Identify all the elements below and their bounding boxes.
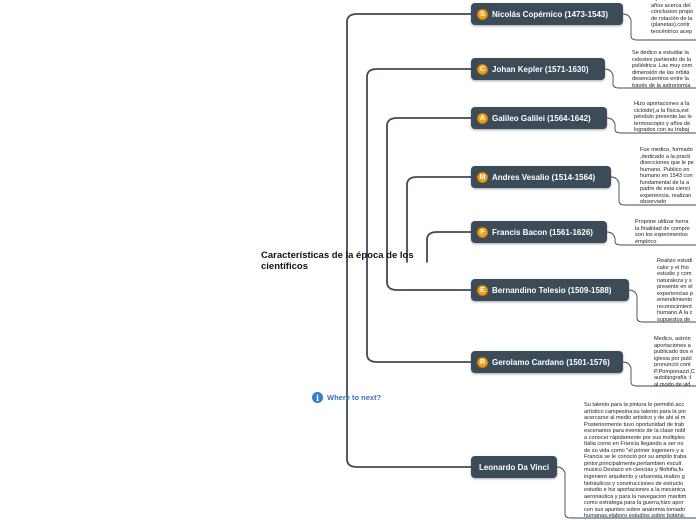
topic-badge-icon: S xyxy=(477,8,488,20)
topic-label: Andres Vesalio (1514-1564) xyxy=(492,172,596,182)
connector-line xyxy=(366,68,472,263)
where-next-button[interactable]: i Where to next? xyxy=(312,392,381,403)
topic-label: Francis Bacon (1561-1626) xyxy=(492,227,593,237)
topic-label: Bernandino Telesio (1509-1588) xyxy=(492,285,612,295)
topic-1[interactable]: S Nicolás Copérnico (1473-1543) xyxy=(471,3,623,25)
connector-line xyxy=(366,261,472,363)
connector-line xyxy=(628,289,696,323)
topic-2[interactable]: C Johan Kepler (1571-1630) xyxy=(471,58,605,80)
connector-line xyxy=(386,261,472,291)
topic-7[interactable]: R Gerolamo Cardano (1501-1576) xyxy=(471,351,623,373)
topic-note: Fue medico, formado ,dedicado a la pract… xyxy=(640,147,694,206)
central-topic[interactable]: Características de la época de los cient… xyxy=(261,250,414,272)
connector-line xyxy=(610,176,696,206)
topic-badge-icon: C xyxy=(477,63,488,75)
connector-line xyxy=(386,117,472,263)
topic-note: Propone utilizar herra la finalidad de c… xyxy=(635,219,690,245)
topic-note: Medico, astrón aportaciones a publicado … xyxy=(654,336,695,388)
topic-note: Realizo estudi calor y el frio estudio y… xyxy=(657,258,694,323)
topic-badge-icon: F xyxy=(477,226,488,238)
topic-3[interactable]: A Galileo Galilei (1564-1642) xyxy=(471,107,607,129)
topic-note: Hizo aportaciones a la cicloide),a la fí… xyxy=(634,101,692,134)
where-next-label: Where to next? xyxy=(327,393,382,402)
connector-line xyxy=(346,13,472,263)
topic-note: Se dedico a estudiar la celestes partien… xyxy=(632,50,693,89)
topic-badge-icon: M xyxy=(477,171,488,183)
connector-line xyxy=(606,117,696,134)
connector-line xyxy=(604,68,696,89)
topic-8[interactable]: Leonardo Da Vinci xyxy=(471,456,557,478)
info-icon: i xyxy=(312,392,323,403)
topic-4[interactable]: M Andres Vesalio (1514-1564) xyxy=(471,166,611,188)
topic-badge-icon: R xyxy=(477,356,488,368)
topic-note: Su talento para la pintura le permitió a… xyxy=(584,402,687,520)
topic-note: leyes,fue años acerca del conclusion pro… xyxy=(651,0,694,35)
connector-line xyxy=(622,13,696,41)
topic-badge-icon: A xyxy=(477,112,488,124)
topic-label: Nicolás Copérnico (1473-1543) xyxy=(492,9,609,19)
topic-label: Gerolamo Cardano (1501-1576) xyxy=(492,357,610,367)
connector-line xyxy=(556,466,696,519)
topic-6[interactable]: E Bernandino Telesio (1509-1588) xyxy=(471,279,629,301)
topic-5[interactable]: F Francis Bacon (1561-1626) xyxy=(471,221,607,243)
connector-line xyxy=(622,361,696,387)
topic-badge-icon: E xyxy=(477,284,488,296)
connector-line xyxy=(606,231,696,246)
topic-label: Johan Kepler (1571-1630) xyxy=(492,64,589,74)
connector-line xyxy=(426,231,472,263)
topic-label: Galileo Galilei (1564-1642) xyxy=(492,113,591,123)
connector-line xyxy=(346,261,472,468)
connector-line xyxy=(406,176,472,263)
topic-label: Leonardo Da Vinci xyxy=(478,462,550,472)
